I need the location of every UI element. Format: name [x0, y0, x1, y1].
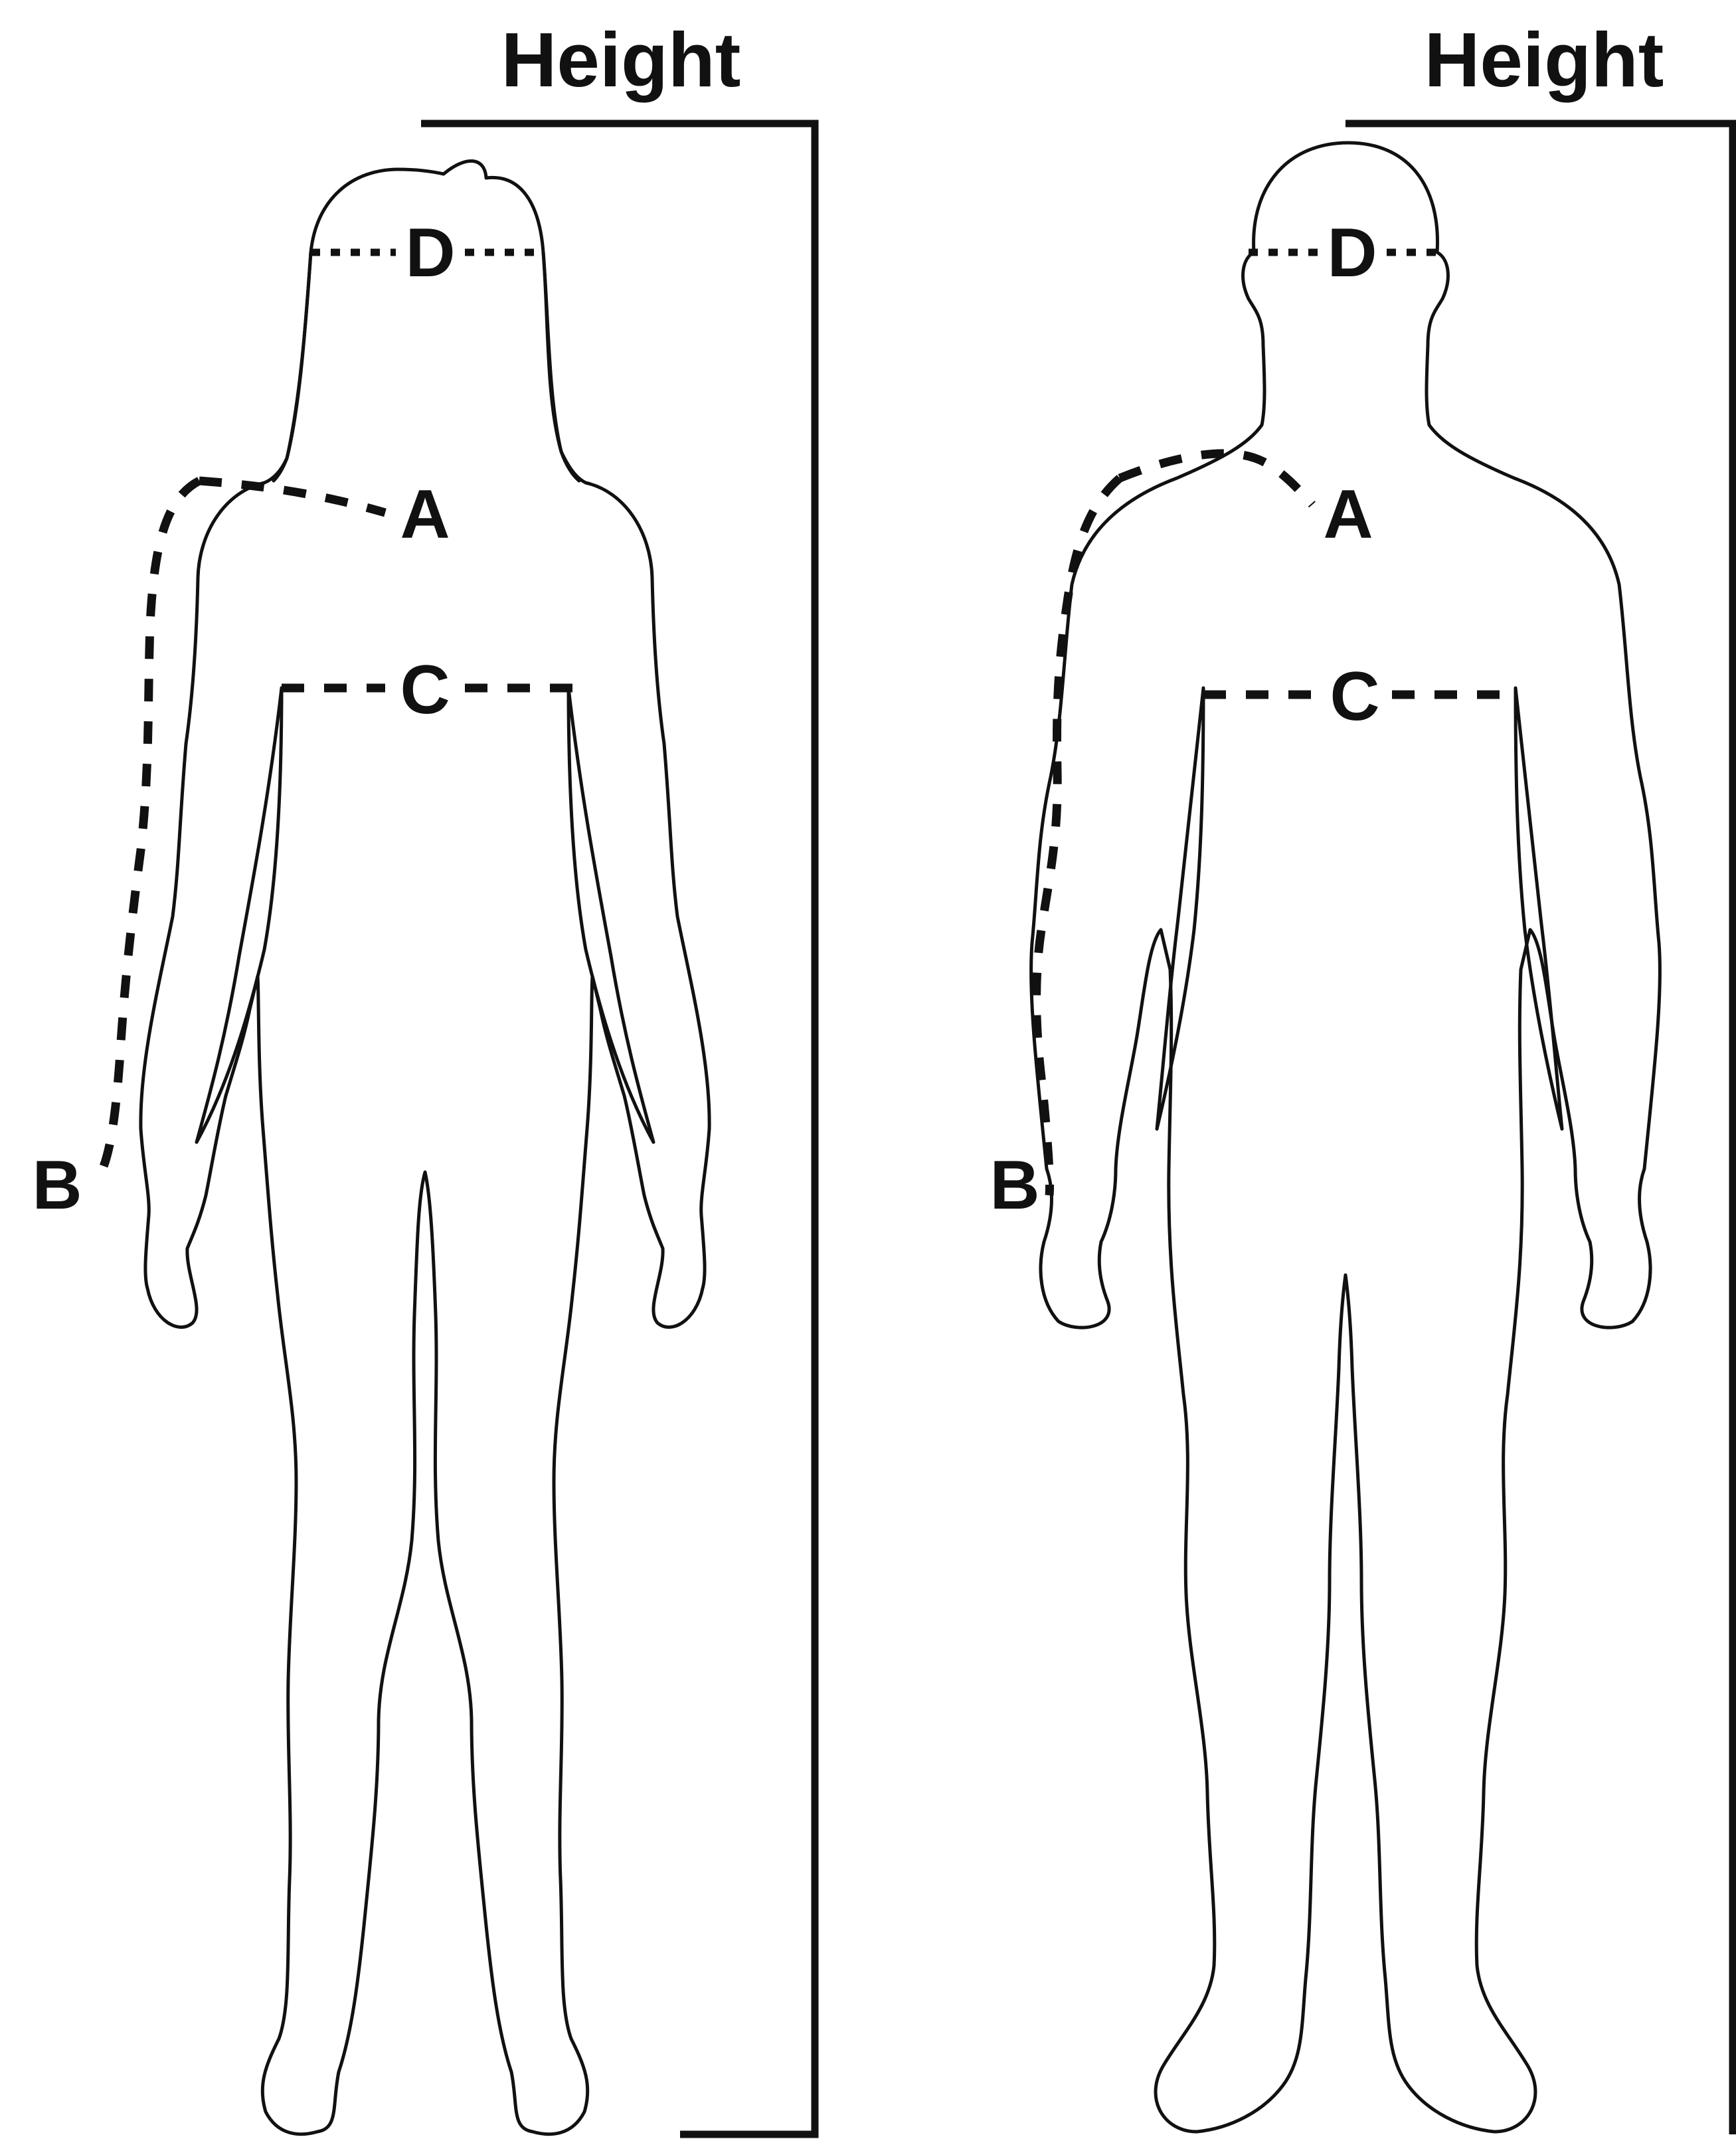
male-label-c: C	[1330, 658, 1379, 735]
female-body-silhouette	[141, 161, 709, 2134]
male-label-a: A	[1323, 476, 1373, 553]
male-body-silhouette	[1031, 143, 1660, 2132]
female-height-label: Height	[501, 17, 741, 103]
female-label-d: D	[405, 214, 455, 292]
female-figure: Height D A B C	[32, 17, 815, 2134]
male-label-b: B	[990, 1147, 1039, 1224]
male-label-d: D	[1327, 214, 1377, 292]
male-figure: Height D A B C	[990, 17, 1733, 2134]
female-label-c: C	[400, 651, 450, 728]
female-label-a: A	[400, 476, 450, 553]
male-height-label: Height	[1425, 17, 1664, 103]
female-label-b: B	[32, 1147, 82, 1224]
